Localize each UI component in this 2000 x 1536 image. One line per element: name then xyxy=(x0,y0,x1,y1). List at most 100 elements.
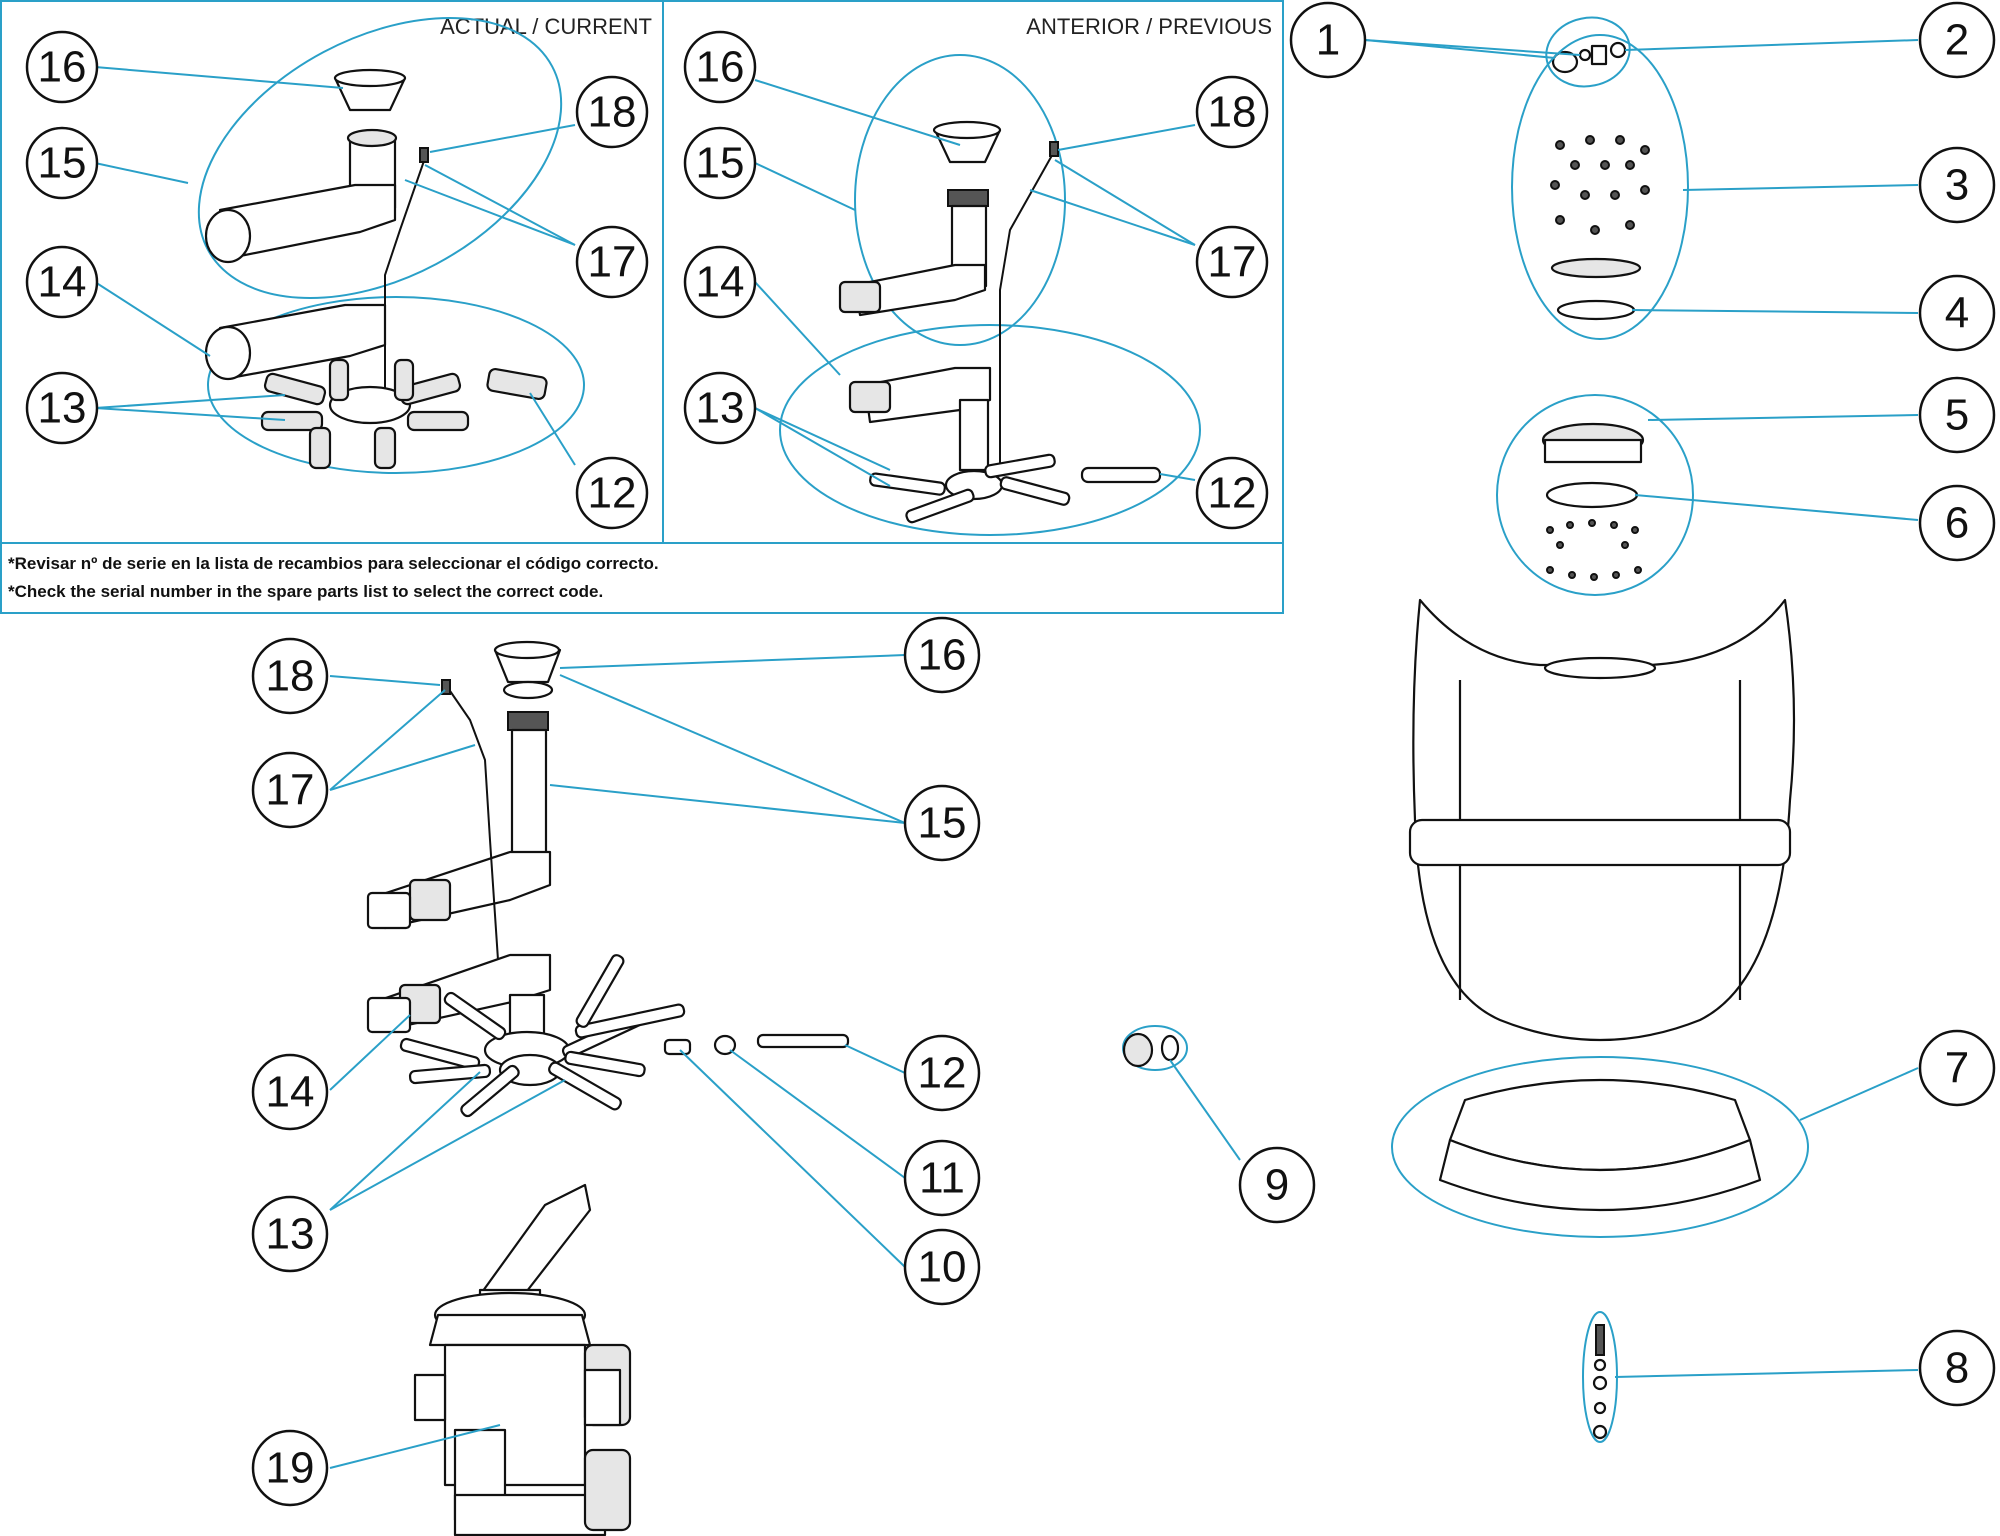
current-collector-drawing xyxy=(197,16,585,474)
pipe-thread xyxy=(947,189,989,207)
zone-base xyxy=(1391,1056,1809,1238)
svg-text:10: 10 xyxy=(918,1243,967,1292)
svg-text:18: 18 xyxy=(588,88,637,137)
pipe-union xyxy=(838,280,882,314)
lateral-arm xyxy=(905,488,975,524)
lateral-arm xyxy=(406,410,470,432)
tank-parts-drawing xyxy=(1122,16,1809,1443)
callout-p2-13: 13 xyxy=(683,371,757,445)
lateral-arm xyxy=(575,954,625,1028)
callout-7: 7 xyxy=(1918,1029,1996,1107)
previous-collector-drawing xyxy=(779,54,1201,536)
vent-cap xyxy=(1049,141,1059,157)
svg-text:4: 4 xyxy=(1945,289,1969,338)
lid-o-ring xyxy=(1556,299,1636,321)
svg-text:12: 12 xyxy=(588,469,637,518)
svg-text:17: 17 xyxy=(588,238,637,287)
svg-text:14: 14 xyxy=(38,258,87,307)
flange-body xyxy=(1543,438,1643,464)
callout-p1-15: 15 xyxy=(25,126,99,200)
callout-9: 9 xyxy=(1238,1146,1316,1224)
main-collector-drawing xyxy=(366,640,850,1118)
lateral-arm xyxy=(408,1063,492,1085)
note-spanish: *Revisar nº de serie en la lista de reca… xyxy=(8,554,659,573)
pipe-thread xyxy=(507,711,549,731)
valve-lower-union xyxy=(583,1448,632,1532)
lower-collector-pipe xyxy=(863,366,992,424)
lateral-arm xyxy=(399,1037,481,1071)
lateral-arm xyxy=(548,1061,622,1111)
vent-fitting xyxy=(1590,44,1608,66)
valve-ring xyxy=(428,1313,592,1347)
svg-text:8: 8 xyxy=(1945,1344,1969,1393)
lateral-arm xyxy=(308,426,332,470)
spare-lateral xyxy=(486,367,548,401)
pipe-end xyxy=(366,891,412,930)
lower-pipe-end xyxy=(204,325,252,381)
svg-text:16: 16 xyxy=(696,43,745,92)
svg-text:15: 15 xyxy=(38,139,87,188)
vent-cap xyxy=(441,679,451,695)
svg-text:13: 13 xyxy=(266,1210,315,1259)
svg-text:2: 2 xyxy=(1945,16,1969,65)
valve-port xyxy=(583,1368,622,1427)
callout-p2-15: 15 xyxy=(683,126,757,200)
callout-14: 14 xyxy=(251,1053,329,1131)
callout-3: 3 xyxy=(1918,146,1996,224)
union-gasket xyxy=(1160,1034,1180,1062)
multiport-valve-drawing xyxy=(413,1183,632,1536)
valve-bottom-elbow xyxy=(453,1493,607,1536)
pipe-thread xyxy=(346,128,398,148)
drain-washer xyxy=(1593,1401,1607,1415)
lateral-arm xyxy=(443,991,507,1041)
lateral-arm xyxy=(393,358,415,402)
lateral-arm xyxy=(869,472,946,496)
drain-washer xyxy=(1593,1358,1607,1372)
lid-bolts xyxy=(1550,135,1650,235)
callout-p2-12: 12 xyxy=(1195,456,1269,530)
elbow-pipe-vertical xyxy=(510,728,548,862)
callout-11: 11 xyxy=(903,1139,981,1217)
spare-lateral xyxy=(1080,466,1162,484)
svg-text:17: 17 xyxy=(1208,238,1257,287)
funnel-neck xyxy=(502,680,554,700)
svg-text:6: 6 xyxy=(1945,499,1969,548)
funnel-rim xyxy=(932,120,1002,140)
callout-p1-14: 14 xyxy=(25,245,99,319)
callout-p1-13: 13 xyxy=(25,371,99,445)
callout-16: 16 xyxy=(903,616,981,694)
callout-p2-14: 14 xyxy=(683,245,757,319)
tank-belt xyxy=(1408,818,1792,867)
vent-nut xyxy=(1609,41,1627,59)
callout-6: 6 xyxy=(1918,484,1996,562)
flange-bolts xyxy=(1546,519,1642,581)
elbow-pipe-horizontal xyxy=(853,263,987,317)
callout-4: 4 xyxy=(1918,274,1996,352)
callout-18: 18 xyxy=(251,637,329,715)
zone-lid-parts xyxy=(1511,34,1689,340)
lower-riser xyxy=(958,398,990,472)
tank-base-skirt xyxy=(1438,1138,1762,1212)
svg-text:3: 3 xyxy=(1945,161,1969,210)
pipe-end xyxy=(204,208,252,264)
lower-pipe-end xyxy=(366,996,412,1034)
vent-rod xyxy=(447,687,501,991)
zone-current-lower xyxy=(207,296,585,474)
callout-bubbles: 16 15 14 13 18 17 12 16 15 14 13 18 17 1… xyxy=(25,1,1996,1507)
spare-lateral xyxy=(756,1033,850,1049)
callout-p1-12: 12 xyxy=(575,456,649,530)
drain-cap xyxy=(1592,1424,1608,1440)
callout-17: 17 xyxy=(251,751,329,829)
previous-panel-title: ANTERIOR / PREVIOUS xyxy=(1026,14,1272,39)
revision-panel: ACTUAL / CURRENT ANTERIOR / PREVIOUS *Re… xyxy=(0,0,1284,614)
svg-text:16: 16 xyxy=(918,631,967,680)
vent-plug xyxy=(1551,50,1579,74)
lateral-arm xyxy=(999,476,1071,506)
lateral-arm xyxy=(373,426,397,470)
lateral-hub xyxy=(328,385,412,425)
svg-text:14: 14 xyxy=(696,258,745,307)
zone-previous-lower xyxy=(779,324,1201,536)
callout-10: 10 xyxy=(903,1228,981,1306)
svg-text:9: 9 xyxy=(1265,1161,1289,1210)
